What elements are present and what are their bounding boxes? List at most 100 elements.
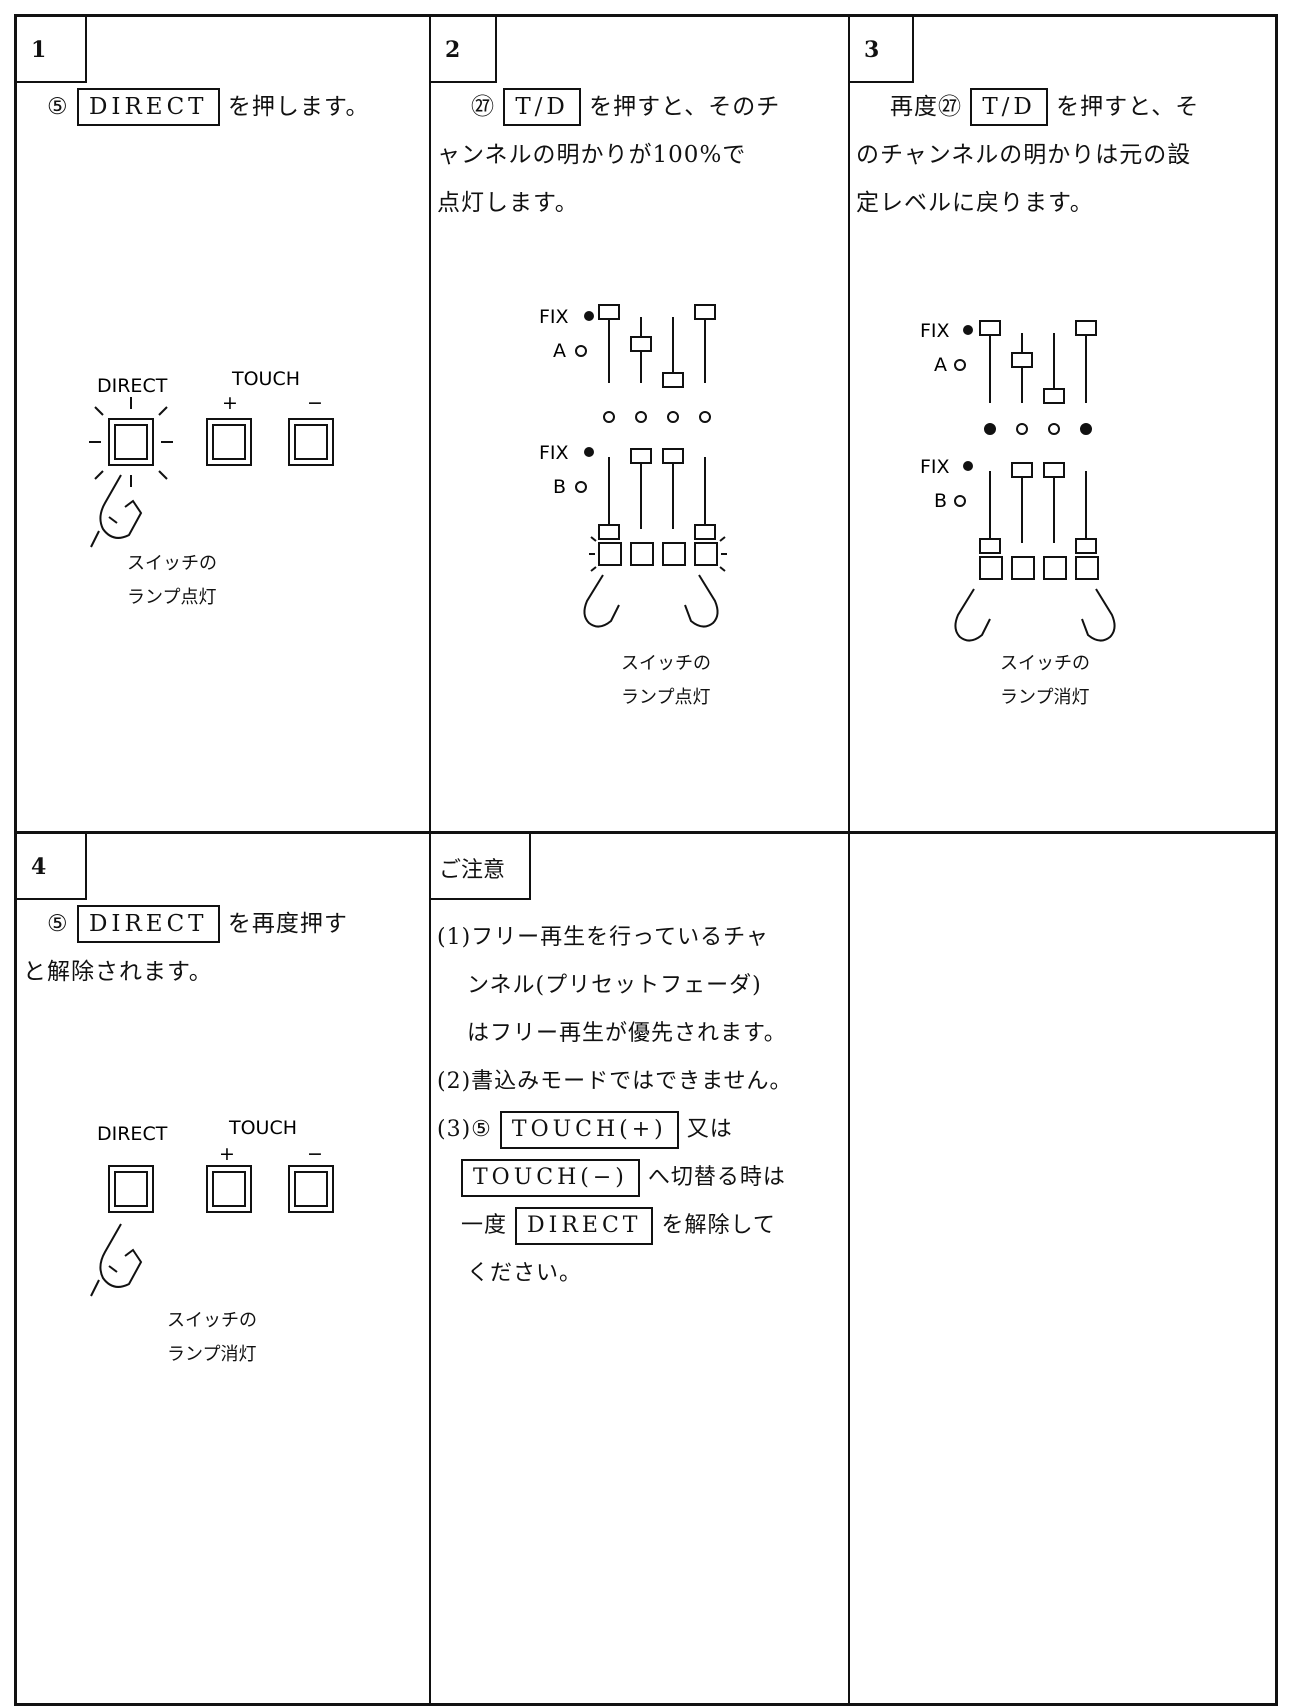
pointing-hand-icon bbox=[583, 574, 620, 628]
pointing-hand-icon bbox=[90, 474, 143, 548]
panel-number: 1 bbox=[17, 17, 87, 83]
instruction-text: を押します。 bbox=[227, 94, 370, 120]
column-divider bbox=[848, 17, 850, 1703]
panel-caution: ご注意 (1)フリー再生を行っているチャ ンネル(プリセットフェーダ) はフリー… bbox=[431, 834, 848, 1706]
note-text: へ切替る時は bbox=[647, 1165, 786, 1190]
fix-a-indicator bbox=[584, 311, 594, 321]
fader-bank-a bbox=[598, 304, 716, 388]
fix-a-label: FIX bbox=[920, 320, 950, 342]
instruction-grid: 1 ⑤ DIRECT を押します。 DIRECT TOUCH + − bbox=[14, 14, 1278, 1706]
panel-1-instruction: ⑤ DIRECT を押します。 bbox=[47, 83, 370, 131]
b-indicator bbox=[575, 481, 587, 493]
caption-line: ランプ点灯 bbox=[621, 687, 711, 708]
fader-bank-a bbox=[979, 320, 1097, 404]
caption-line: スイッチの bbox=[127, 553, 217, 574]
b-indicator bbox=[954, 495, 966, 507]
panel-number: 4 bbox=[17, 834, 87, 900]
a-indicator bbox=[575, 345, 587, 357]
caption-line: スイッチの bbox=[1000, 653, 1090, 674]
caption-line: スイッチの bbox=[621, 653, 711, 674]
touch-label: TOUCH bbox=[231, 368, 300, 390]
note-text: を解除して bbox=[661, 1213, 776, 1238]
panel-2: 2 ㉗ T/D を押すと、そのチ ャンネルの明かりが100%で 点灯します。 F… bbox=[431, 17, 848, 831]
fix-b-indicator bbox=[963, 461, 973, 471]
instruction-text: を再度押す bbox=[227, 911, 348, 937]
caution-note: ください。 bbox=[467, 1261, 583, 1286]
instruction-text: を押すと、そ bbox=[1056, 94, 1200, 120]
panel-4-instruction: ⑤ DIRECT を再度押す bbox=[47, 900, 348, 948]
column-divider bbox=[429, 17, 431, 1703]
direct-key-label: DIRECT bbox=[76, 905, 220, 943]
instruction-text: 再度㉗ bbox=[890, 94, 962, 120]
plus-label: + bbox=[222, 392, 238, 414]
instruction-text: ャンネルの明かりが100%で bbox=[437, 142, 747, 168]
row-divider bbox=[17, 831, 1275, 834]
caution-note: 一度 DIRECT を解除して bbox=[461, 1202, 776, 1250]
direct-label: DIRECT bbox=[97, 1123, 168, 1145]
caption-line: スイッチの bbox=[167, 1310, 257, 1331]
panel-number: 2 bbox=[431, 17, 497, 83]
caution-tab: ご注意 bbox=[431, 834, 531, 900]
channel-switches-lit bbox=[589, 536, 727, 572]
a-indicator bbox=[954, 359, 966, 371]
channel-indicators bbox=[603, 411, 711, 423]
fix-b-label: FIX bbox=[539, 442, 569, 464]
b-label: B bbox=[553, 476, 566, 498]
fader-bank-b bbox=[598, 448, 716, 540]
minus-label: − bbox=[307, 1143, 323, 1165]
direct-label: DIRECT bbox=[97, 375, 168, 397]
fix-b-label: FIX bbox=[920, 456, 950, 478]
touch-minus-switch bbox=[288, 418, 334, 466]
touch-label: TOUCH bbox=[228, 1117, 297, 1139]
direct-switch-lit bbox=[89, 397, 173, 487]
touch-plus-switch bbox=[206, 418, 252, 466]
panel-3: 3 再度㉗ T/D を押すと、そ のチャンネルの明かりは元の設 定レベルに戻りま… bbox=[850, 17, 1275, 831]
fix-a-label: FIX bbox=[539, 306, 569, 328]
panel-1: 1 ⑤ DIRECT を押します。 DIRECT TOUCH + − bbox=[17, 17, 429, 831]
direct-switch bbox=[108, 1165, 154, 1213]
a-label: A bbox=[553, 340, 566, 362]
note-prefix: (3)⑤ bbox=[437, 1117, 492, 1142]
panel-number: 3 bbox=[850, 17, 914, 83]
preset-fader-diagram-unlit: FIX A FIX B bbox=[920, 320, 1116, 642]
fix-a-indicator bbox=[963, 325, 973, 335]
caption-line: ランプ消灯 bbox=[1000, 687, 1090, 708]
caption-line: ランプ消灯 bbox=[167, 1344, 257, 1365]
caution-note: TOUCH(−) へ切替る時は bbox=[461, 1154, 786, 1202]
caution-note: はフリー再生が優先されます。 bbox=[467, 1021, 787, 1046]
pointing-hand-icon bbox=[1081, 588, 1116, 642]
caution-note: ンネル(プリセットフェーダ) bbox=[467, 973, 762, 998]
direct-touch-diagram-unlit: DIRECT TOUCH + − bbox=[90, 1117, 334, 1297]
caption-line: ランプ点灯 bbox=[127, 587, 217, 608]
panel-3-instruction: 再度㉗ T/D を押すと、そ bbox=[890, 83, 1199, 131]
channel-indicators bbox=[984, 423, 1092, 435]
fader-bank-b bbox=[979, 462, 1097, 554]
caution-note: (2)書込みモードではできません。 bbox=[437, 1069, 793, 1094]
plus-label: + bbox=[219, 1143, 235, 1165]
circled-number: ⑤ bbox=[47, 911, 69, 937]
panel-2-instruction: ㉗ T/D を押すと、そのチ bbox=[471, 83, 780, 131]
instruction-text: と解除されます。 bbox=[23, 959, 213, 985]
instruction-text: を押すと、そのチ bbox=[589, 94, 781, 120]
direct-key-label: DIRECT bbox=[76, 88, 220, 126]
circled-number: ㉗ bbox=[471, 94, 495, 120]
pointing-hand-icon bbox=[90, 1223, 143, 1297]
panel-4: 4 ⑤ DIRECT を再度押す と解除されます。 DIRECT TOUCH +… bbox=[17, 834, 429, 1706]
circled-number: ⑤ bbox=[47, 94, 69, 120]
td-key-label: T/D bbox=[970, 88, 1048, 126]
b-label: B bbox=[934, 490, 947, 512]
caution-note: (3)⑤ TOUCH(+) 又は bbox=[437, 1106, 733, 1154]
td-key-label: T/D bbox=[503, 88, 581, 126]
minus-label: − bbox=[307, 392, 323, 414]
instruction-text: 点灯します。 bbox=[437, 190, 579, 216]
a-label: A bbox=[934, 354, 947, 376]
touch-minus-key-label: TOUCH(−) bbox=[461, 1159, 640, 1197]
instruction-text: 定レベルに戻ります。 bbox=[856, 190, 1094, 216]
touch-plus-switch bbox=[206, 1165, 252, 1213]
pointing-hand-icon bbox=[954, 588, 991, 642]
direct-touch-diagram-lit: DIRECT TOUCH + − bbox=[89, 368, 334, 548]
preset-fader-diagram-lit: FIX A FIX B bbox=[539, 304, 727, 628]
touch-plus-key-label: TOUCH(+) bbox=[499, 1111, 679, 1149]
note-text: 又は bbox=[686, 1117, 733, 1142]
fix-b-indicator bbox=[584, 447, 594, 457]
